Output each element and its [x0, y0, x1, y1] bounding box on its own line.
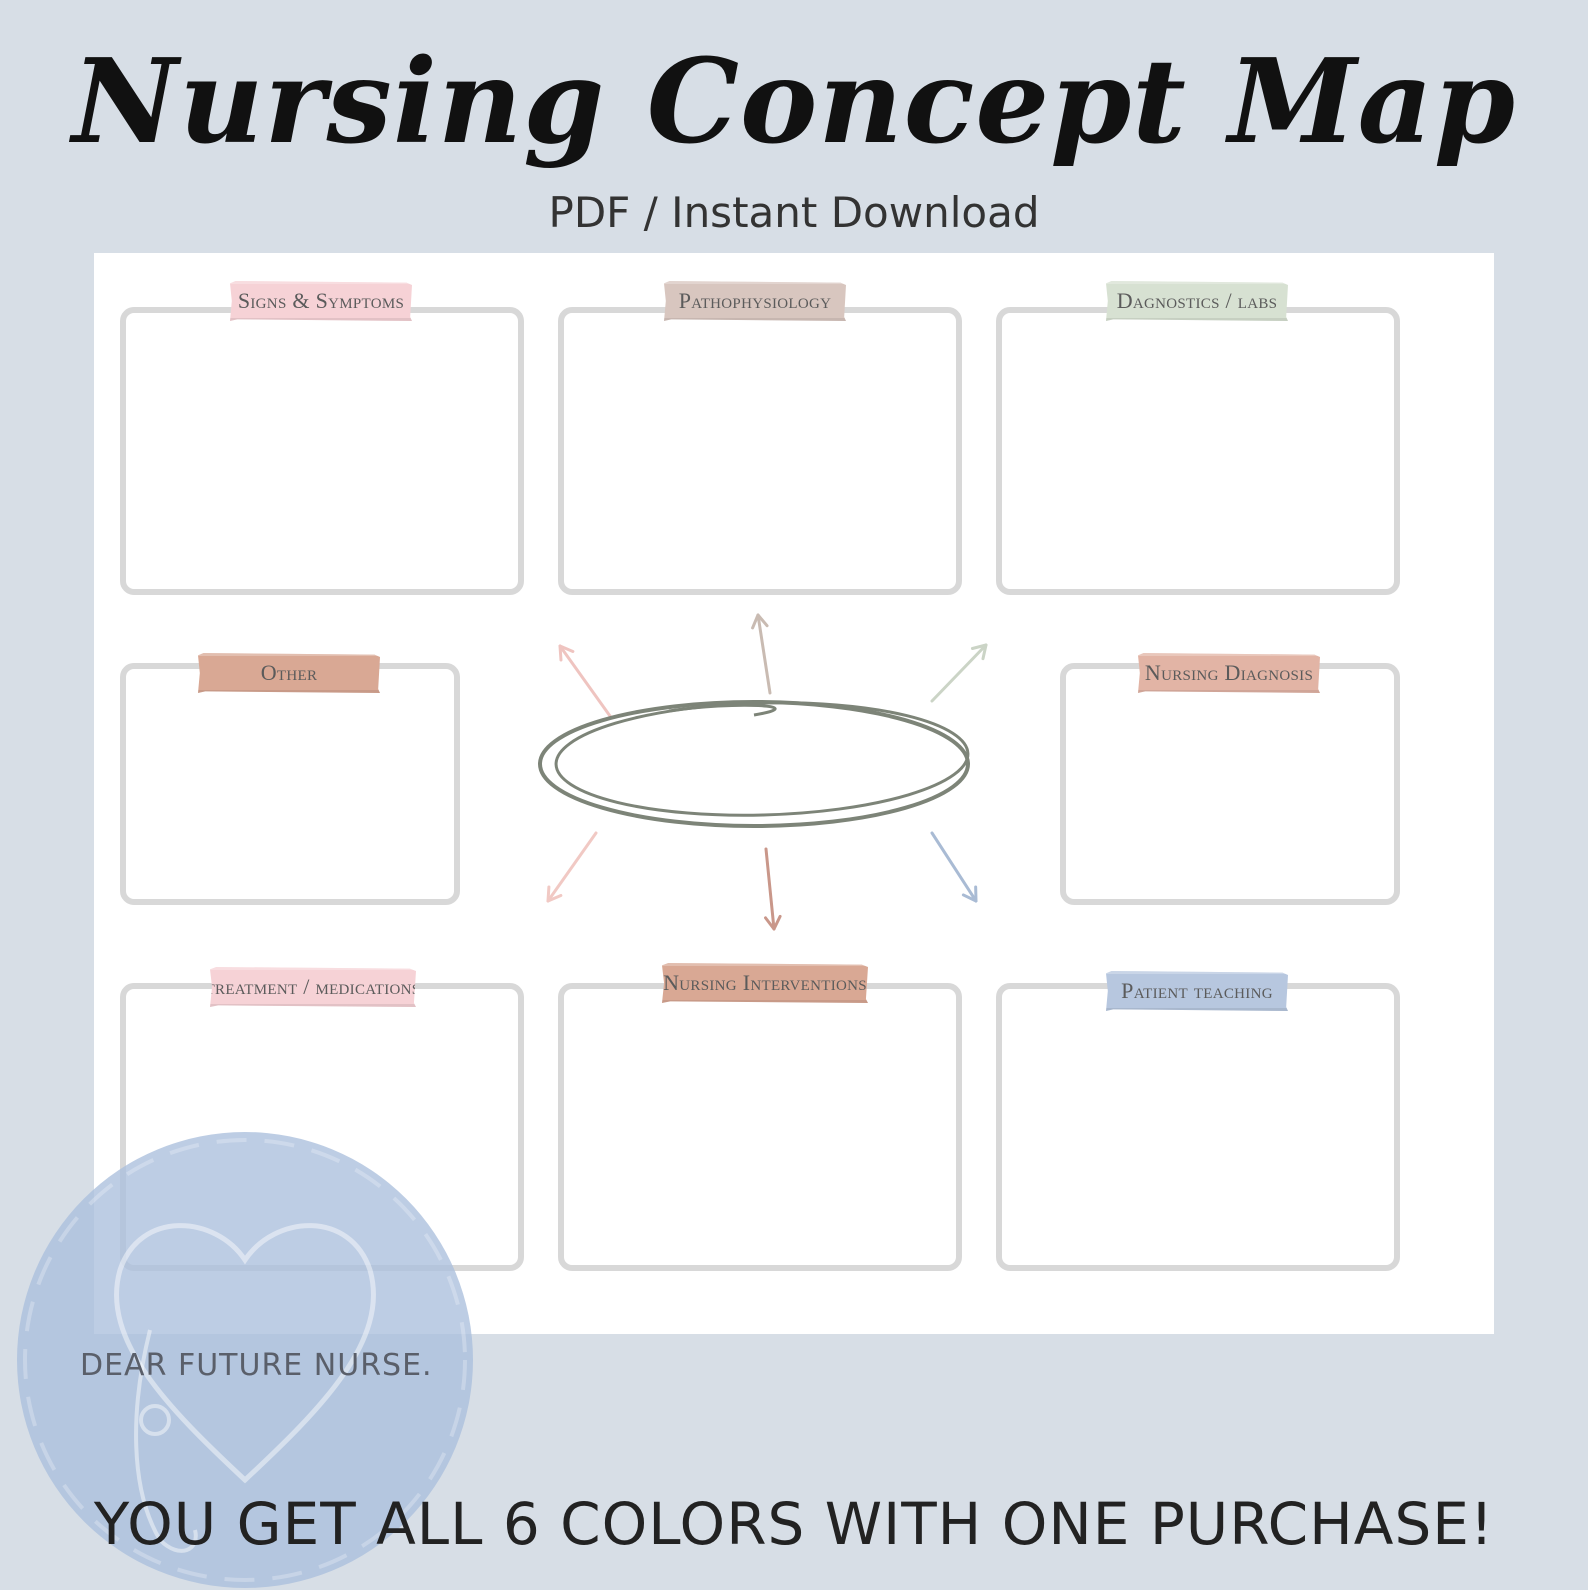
box-patient-teaching [996, 983, 1400, 1271]
box-signs-symptoms [120, 307, 524, 595]
tape-nursing-interventions: Nursing Interventions [662, 963, 868, 1003]
center-ellipse [538, 700, 970, 828]
arrow-down-right-icon [930, 831, 978, 903]
watermark-text: DEAR FUTURE NURSE. [80, 1348, 433, 1383]
footer-banner: YOU GET ALL 6 COLORS WITH ONE PURCHASE! [93, 1490, 1495, 1558]
center-diagram [538, 613, 988, 931]
box-diagnostics-labs [996, 307, 1400, 595]
arrow-up-icon [751, 613, 772, 695]
tape-patient-teaching: Patient teaching [1106, 971, 1288, 1011]
tape-diagnostics-labs: Dagnostics / labs [1106, 281, 1288, 321]
arrow-down-icon [764, 847, 782, 931]
stethoscope-icon [134, 1329, 198, 1553]
arrow-down-left-icon [546, 831, 598, 903]
tape-nursing-diagnosis: Nursing Diagnosis [1138, 653, 1320, 693]
tape-signs-symptoms: Signs & Symptoms [230, 281, 412, 321]
tape-other: Other [198, 653, 380, 693]
tape-treatment-medications: treatment / medications [210, 967, 416, 1007]
page-title: Nursing Concept Map [72, 34, 1516, 170]
tape-pathophysiology: Pathophysiology [664, 281, 846, 321]
heart-icon [114, 1223, 376, 1484]
page-subtitle: PDF / Instant Download [548, 188, 1040, 237]
arrow-up-left-icon [558, 644, 612, 718]
watermark-stamp [17, 1132, 473, 1588]
arrow-up-right-icon [930, 643, 988, 703]
